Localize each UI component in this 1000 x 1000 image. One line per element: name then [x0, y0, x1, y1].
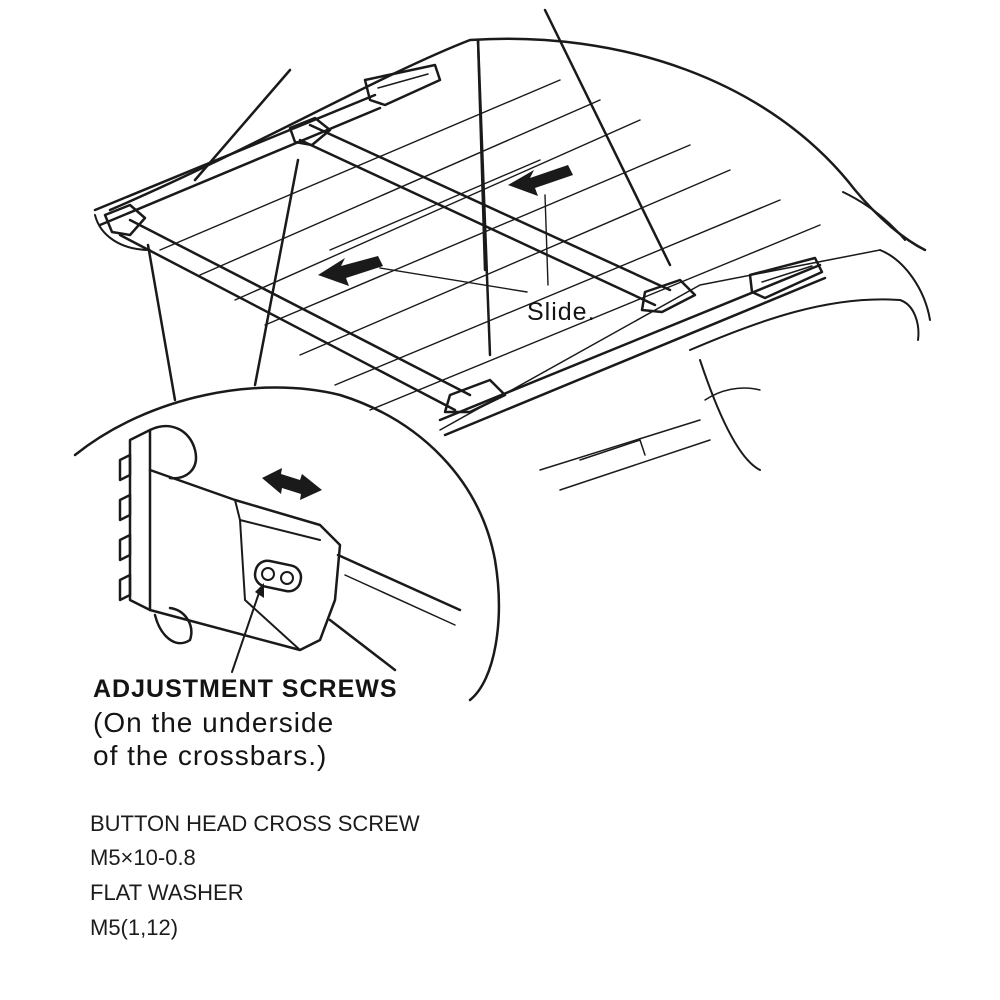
spec-screw-type: BUTTON HEAD CROSS SCREW [90, 811, 420, 836]
adjustment-screws-note-line1: (On the underside [93, 707, 335, 738]
screw-slot [253, 559, 303, 593]
side-rail-right [438, 256, 827, 437]
rear-crossbar [288, 116, 697, 314]
slide-arrow-rear [508, 165, 573, 196]
adjustment-screws-note-line2: of the crossbars.) [93, 740, 328, 771]
double-arrow [262, 468, 322, 500]
adjustment-screw [261, 567, 275, 581]
adjustment-screws-title: ADJUSTMENT SCREWS [93, 675, 398, 703]
spec-washer-type: FLAT WASHER [90, 880, 244, 905]
detail-callout [73, 386, 501, 702]
slide-arrows [318, 165, 573, 293]
spec-screw-size: M5×10-0.8 [90, 845, 196, 870]
spec-washer-size: M5(1,12) [90, 915, 179, 940]
leader-lines [146, 8, 672, 402]
adjustment-screw [280, 571, 294, 585]
vehicle-roof [94, 37, 931, 491]
slide-label: Slide. [527, 298, 596, 326]
front-crossbar [103, 203, 507, 414]
slide-arrow-front [318, 256, 383, 286]
side-rail-left [93, 63, 442, 227]
